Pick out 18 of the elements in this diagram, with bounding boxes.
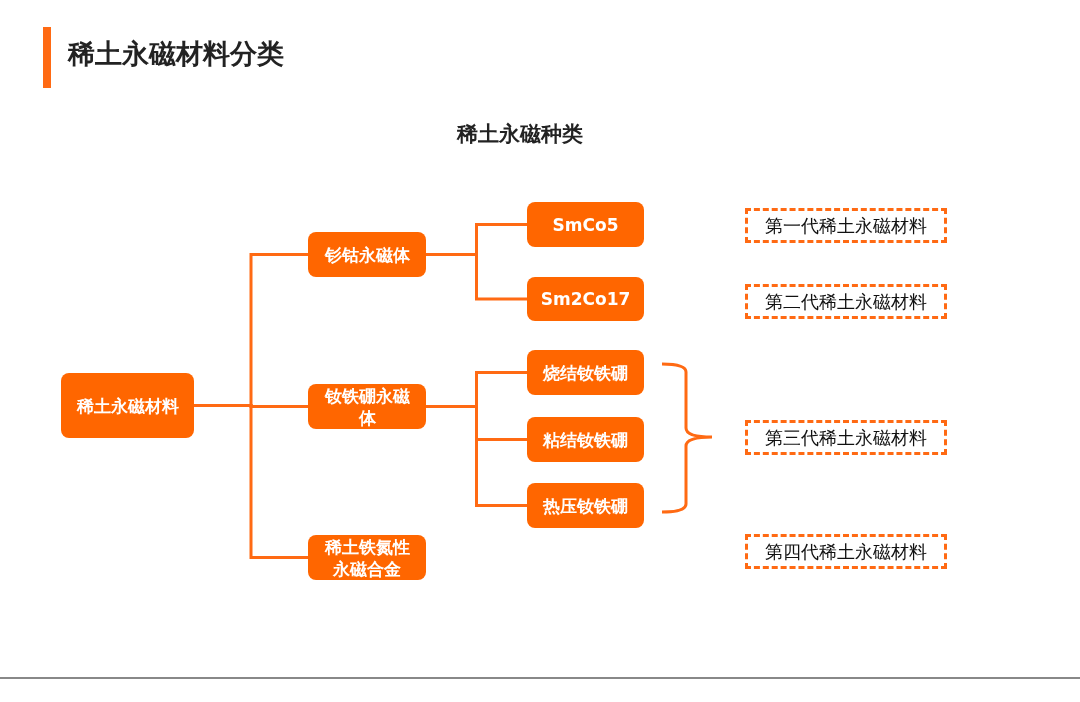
connector <box>194 404 308 559</box>
category-box: 钕铁硼永磁体 <box>308 384 426 429</box>
connector <box>426 405 527 507</box>
page-title: 稀土永磁材料分类 <box>68 37 284 71</box>
category-box: 钐钴永磁体 <box>308 232 426 277</box>
category-box: 粘结钕铁硼 <box>527 417 644 462</box>
generation-box: 第四代稀土永磁材料 <box>745 534 947 569</box>
category-box: 热压钕铁硼 <box>527 483 644 528</box>
category-box: 稀土铁氮性永磁合金 <box>308 535 426 580</box>
generation-box: 第二代稀土永磁材料 <box>745 284 947 319</box>
category-box: SmCo5 <box>527 202 644 247</box>
generation-box: 第一代稀土永磁材料 <box>745 208 947 243</box>
generation-box: 第三代稀土永磁材料 <box>745 420 947 455</box>
category-box: 稀土永磁材料 <box>61 373 194 438</box>
category-box: Sm2Co17 <box>527 277 644 321</box>
category-box: 烧结钕铁硼 <box>527 350 644 395</box>
connector <box>426 253 527 301</box>
chart-subtitle: 稀土永磁种类 <box>455 121 584 148</box>
